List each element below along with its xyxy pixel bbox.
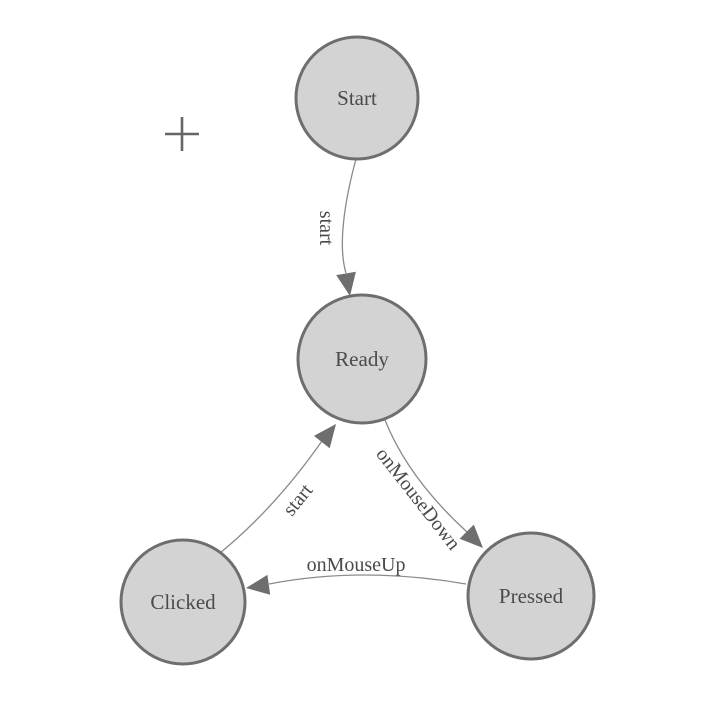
plus-crosshair-icon [165,117,199,151]
edge-label-onmouseup: onMouseUp [307,554,406,576]
state-node-start[interactable]: Start [294,35,420,161]
edge-clicked-to-ready: start [219,424,336,554]
state-node-clicked[interactable]: Clicked [119,538,247,666]
edge-label-start-transition-2: start [279,479,318,520]
edge-line-start-to-ready[interactable] [341,158,357,274]
arrowhead-into-pressed [459,524,483,548]
state-circle-clicked[interactable] [119,538,247,666]
state-circle-start[interactable] [294,35,420,161]
edge-line-ready-to-pressed[interactable] [384,419,468,533]
state-label-pressed: Pressed [499,584,564,608]
edge-start-to-ready: start [315,158,357,296]
edge-ready-to-pressed: onMouseDown [371,419,483,555]
state-label-clicked: Clicked [150,590,216,614]
edge-label-start-transition: start [315,211,337,246]
arrowhead-into-ready-from-start [336,271,356,296]
edge-label-onmousedown: onMouseDown [371,444,464,555]
state-circle-pressed[interactable] [466,531,596,661]
arrowhead-into-clicked [246,574,271,595]
edge-line-pressed-to-clicked[interactable] [268,574,467,585]
state-node-pressed[interactable]: Pressed [466,531,596,661]
state-circle-ready[interactable] [296,293,428,425]
state-label-start: Start [337,86,377,110]
state-node-ready[interactable]: Ready [296,293,428,425]
edge-pressed-to-clicked: onMouseUp [246,554,467,595]
state-label-ready: Ready [335,347,389,371]
arrowhead-into-ready-from-clicked [313,424,336,449]
edge-line-clicked-to-ready[interactable] [219,440,323,554]
